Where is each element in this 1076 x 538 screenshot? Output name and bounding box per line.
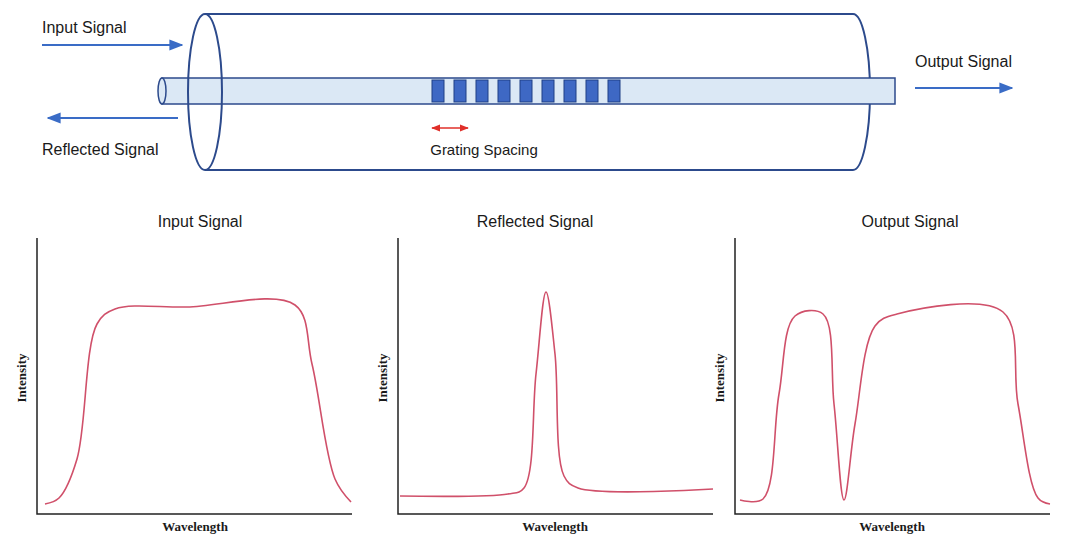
chart-axes (398, 238, 713, 514)
cylinder-top (205, 13, 853, 15)
output-arrow (915, 87, 1012, 89)
spacing-arrow (432, 127, 468, 129)
spectrum-curve (400, 292, 713, 496)
input-arrow (42, 44, 182, 46)
fiber-end (158, 78, 166, 104)
fiber-core (162, 78, 895, 104)
cylinder-left-end (188, 14, 222, 170)
chart-axes (735, 238, 1050, 514)
grating-bar (498, 80, 510, 102)
grating-bar (608, 80, 620, 102)
spectrum-chart (735, 238, 1050, 514)
signal-name: Output Signal (915, 52, 1012, 71)
grating-bar (542, 80, 554, 102)
chart-axes (37, 238, 352, 514)
cylinder-bottom (205, 169, 853, 171)
grating-bar (586, 80, 598, 102)
signal-name: Input Signal (42, 18, 127, 37)
grating-bar (454, 80, 466, 102)
chart-title: Input Signal (158, 212, 243, 231)
axis-label: Wavelength (522, 519, 588, 535)
chart-title: Reflected Signal (477, 212, 594, 231)
axis-label: Intensity (375, 353, 391, 402)
spectrum-curve (740, 304, 1050, 504)
reflected-arrow (48, 117, 178, 119)
spectrum-curve (45, 299, 351, 504)
grating-bar (564, 80, 576, 102)
chart-title: Output Signal (862, 212, 959, 231)
spectrum-chart (37, 238, 352, 514)
grating-bars (432, 80, 620, 102)
grating-bar (520, 80, 532, 102)
grating-bar (476, 80, 488, 102)
spectrum-chart (398, 238, 713, 514)
grating-label: Grating Spacing (430, 141, 538, 159)
signal-name: Reflected Signal (42, 140, 159, 159)
spectrum-charts (37, 238, 1050, 514)
axis-label: Intensity (14, 353, 30, 402)
grating-bar (432, 80, 444, 102)
axis-label: Intensity (712, 353, 728, 402)
axis-label: Wavelength (162, 519, 228, 535)
axis-label: Wavelength (859, 519, 925, 535)
